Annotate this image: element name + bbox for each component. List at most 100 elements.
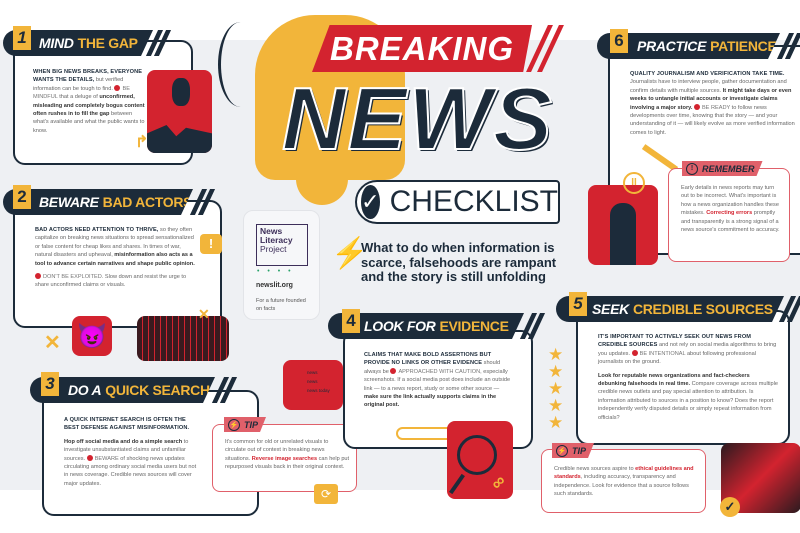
body-text: Early details in news reports may turn o… bbox=[681, 185, 779, 217]
body-text: promptly and transparently is a strong s… bbox=[681, 210, 780, 234]
section-2-body: BAD ACTORS NEED ATTENTION TO THRIVE, so … bbox=[35, 226, 198, 295]
caution-text: BE INTENTIONAL bbox=[639, 350, 686, 357]
camera-icon: ⟳ bbox=[314, 484, 338, 504]
highlight-text: ethical guidelines and standards bbox=[554, 466, 694, 481]
section-6-body: QUALITY JOURNALISM AND VERIFICATION TAKE… bbox=[630, 70, 795, 137]
logo-line: News bbox=[260, 226, 283, 236]
tip-1-label: ⚡TIP bbox=[224, 417, 266, 432]
logo-url[interactable]: newslit.org bbox=[256, 282, 293, 289]
section-title: SEEK bbox=[592, 301, 629, 317]
section-5-body: IT'S IMPORTANT TO ACTIVELY SEEK OUT NEWS… bbox=[598, 333, 778, 427]
highlight-text: Correcting errors bbox=[706, 210, 753, 217]
section-title: PRACTICE bbox=[637, 38, 707, 54]
search-suggestion: news bbox=[307, 370, 318, 375]
bold-text: It might take days or even weeks to unta… bbox=[630, 87, 792, 111]
highlight-text: Reverse image searches bbox=[251, 455, 318, 462]
x-mark-icon: ✕ bbox=[198, 306, 210, 322]
section-title-highlight: EVIDENCE bbox=[439, 318, 509, 334]
body-text: Compare coverage across multiple credibl… bbox=[598, 381, 778, 421]
star-icon: ★ bbox=[548, 345, 564, 364]
section-title-highlight: PATIENCE bbox=[710, 38, 777, 54]
logo-line: Project bbox=[260, 244, 287, 254]
breaking-label: BREAKING bbox=[329, 29, 514, 67]
caution-icon bbox=[35, 273, 41, 280]
body-text: to follow news developments over time, k… bbox=[630, 104, 795, 136]
remember-label: ! REMEMBER bbox=[682, 161, 763, 176]
body-text: and not rely on social media algorithms … bbox=[598, 342, 777, 357]
lead-text: BAD ACTORS NEED ATTENTION TO THRIVE, bbox=[35, 227, 159, 233]
section-2-card bbox=[13, 200, 222, 328]
section-title: MIND bbox=[39, 35, 74, 51]
body-text: especially screenshots. If a social medi… bbox=[364, 368, 511, 392]
logo-line: Literacy bbox=[260, 235, 293, 245]
search-suggestion: news bbox=[307, 379, 318, 384]
body-text: should always be bbox=[364, 360, 501, 375]
remember-body: Early details in news reports may turn o… bbox=[681, 184, 783, 234]
caution-text: BE MINDFUL bbox=[33, 85, 130, 101]
sound-waves-icon bbox=[218, 22, 263, 107]
lightning-icon: ⚡ bbox=[331, 237, 369, 270]
body-text: can help put repurposed visuals back in … bbox=[225, 455, 350, 471]
lead-text: QUALITY JOURNALISM AND VERIFICATION TAKE… bbox=[630, 71, 785, 77]
check-icon: ✓ bbox=[361, 185, 380, 219]
lead-text: CLAIMS THAT MAKE BOLD ASSERTIONS BUT PRO… bbox=[364, 352, 492, 367]
section-title-highlight: THE GAP bbox=[77, 35, 138, 51]
logo-card: News Literacy Project • • • • newslit.or… bbox=[243, 210, 320, 320]
typing-hands-image bbox=[137, 316, 229, 361]
body-text: but verified information can be tough to… bbox=[33, 77, 124, 92]
body-text: Slow down and resist the urge to share u… bbox=[35, 274, 187, 289]
checklist-label: CHECKLIST bbox=[389, 185, 558, 218]
caution-text: DON'T BE EXPLOITED. bbox=[43, 274, 104, 281]
section-title: LOOK FOR bbox=[364, 318, 436, 334]
star-icon: ★ bbox=[548, 413, 564, 432]
body-text: , including accuracy, transparency and i… bbox=[554, 474, 689, 498]
magnifier-icon bbox=[457, 435, 497, 475]
lead-text: WHEN BIG NEWS BREAKS, EVERYONE WANTS THE… bbox=[33, 69, 143, 84]
tip-2-label: ⚡ TIP bbox=[552, 443, 594, 458]
star-icon: ★ bbox=[548, 362, 564, 381]
exclamation-icon: ! bbox=[686, 163, 698, 175]
tip-1-body: It's common for old or unrelated visuals… bbox=[225, 438, 350, 472]
remember-box bbox=[668, 168, 790, 262]
body-text: It's common for old or unrelated visuals… bbox=[225, 439, 329, 462]
section-1-body: WHEN BIG NEWS BREAKS, EVERYONE WANTS THE… bbox=[33, 68, 145, 135]
tip-label: TIP bbox=[572, 445, 587, 456]
section-title: DO A bbox=[68, 382, 102, 398]
section-number: 1 bbox=[13, 26, 31, 50]
breaking-banner: BREAKING bbox=[312, 25, 532, 72]
tip-2-body: Credible news sources aspire to ethical … bbox=[554, 465, 699, 499]
section-title-highlight: QUICK SEARCH bbox=[105, 382, 210, 398]
lightning-icon: ⚡ bbox=[556, 445, 568, 457]
section-number: 4 bbox=[342, 309, 360, 333]
search-suggestion: news today bbox=[307, 388, 330, 393]
star-icon: ★ bbox=[548, 396, 564, 415]
alert-bubble-icon: ! bbox=[200, 234, 222, 254]
remember-label-text: REMEMBER bbox=[702, 163, 755, 174]
lead-text: IT'S IMPORTANT TO ACTIVELY SEEK OUT NEWS… bbox=[598, 334, 752, 349]
arrow-icon: ↱ bbox=[135, 134, 149, 151]
logo-tagline: For a future founded on facts bbox=[256, 298, 306, 312]
body-text: Credible news sources aspire to bbox=[554, 466, 636, 472]
bold-text: Look for reputable news organizations an… bbox=[598, 372, 750, 388]
checklist-box: ✓ CHECKLIST bbox=[355, 180, 560, 224]
jumping-person-image bbox=[147, 70, 212, 153]
section-number: 2 bbox=[13, 185, 31, 209]
caution-icon bbox=[631, 349, 638, 356]
tip-2-box bbox=[541, 449, 706, 513]
body-text: that a deluge of bbox=[57, 94, 100, 101]
section-5-card bbox=[576, 310, 790, 445]
bold-text: misinformation also acts as a tool to ad… bbox=[35, 252, 195, 267]
body-text: about following professional journalists… bbox=[598, 350, 756, 366]
section-title-highlight: BAD ACTORS bbox=[102, 194, 193, 210]
section-title-highlight: CREDIBLE SOURCES bbox=[632, 301, 773, 317]
section-4-body: CLAIMS THAT MAKE BOLD ASSERTIONS BUT PRO… bbox=[364, 351, 514, 410]
caution-icon bbox=[86, 454, 93, 461]
bold-text: unconfirmed, misleading and completely b… bbox=[33, 94, 145, 118]
body-text: Journalists have to interview people, ga… bbox=[630, 79, 787, 94]
tip-label: TIP bbox=[244, 419, 259, 430]
pause-icon: II bbox=[623, 172, 645, 194]
